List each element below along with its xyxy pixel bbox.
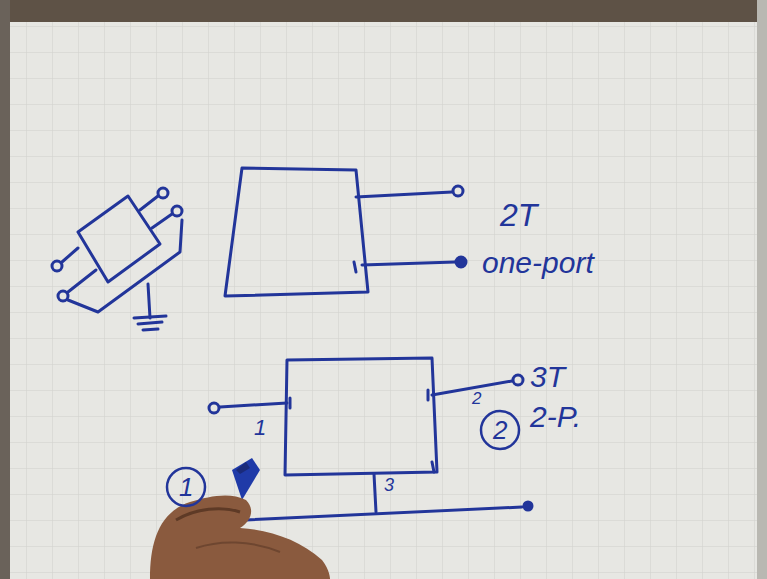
handwritten-label: 3T [530, 360, 565, 393]
handwritten-label: 2T [500, 198, 537, 233]
circled-number-text: 2 [493, 417, 508, 443]
right-edge [757, 0, 767, 579]
hand-with-pen [150, 458, 330, 579]
small-two-port-sketch [52, 188, 182, 330]
handwritten-label: 2 [472, 390, 481, 409]
circle-outline [167, 468, 205, 506]
handwritten-label: one-port [482, 246, 594, 279]
one-port-box [225, 168, 466, 296]
ink [52, 168, 532, 520]
top-edge [0, 0, 767, 22]
circled-number-text: 1 [179, 474, 194, 500]
circle-outline [481, 411, 519, 449]
handwritten-label: 1 [254, 416, 266, 440]
handwritten-label: 3 [384, 476, 394, 496]
handwritten-label: 2-P. [530, 400, 581, 433]
left-edge [0, 0, 10, 579]
circled-number: 1 [165, 466, 207, 508]
circled-number: 2 [479, 409, 521, 451]
two-port-box [209, 358, 532, 520]
